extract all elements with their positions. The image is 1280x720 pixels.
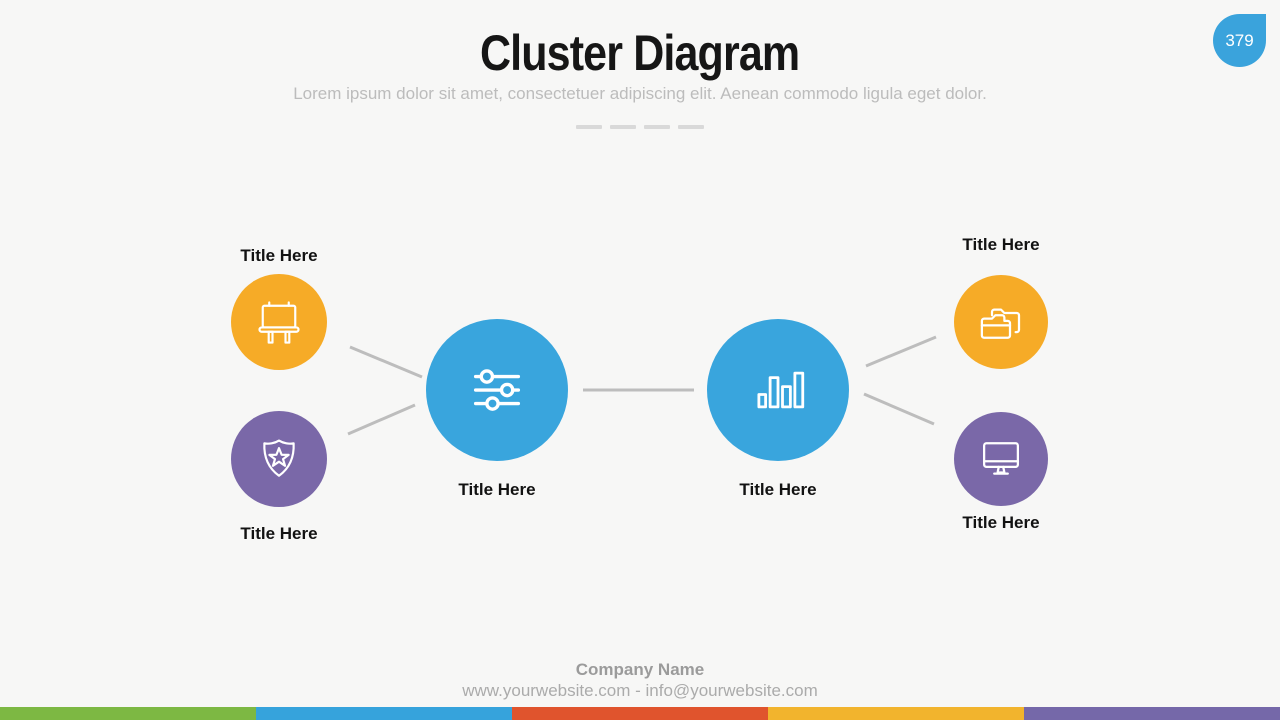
connector-line: [349, 345, 423, 379]
connector-line: [865, 335, 937, 368]
contact-info: www.yourwebsite.com - info@yourwebsite.c…: [462, 681, 818, 700]
bar-segment-yellow: [768, 707, 1024, 720]
node-center-right: [707, 319, 849, 461]
page-number: 379: [1225, 30, 1254, 50]
node-label-center-left: Title Here: [458, 480, 536, 499]
connector-line: [347, 403, 416, 436]
title-separator: [0, 116, 1280, 134]
bar-segment-purple: [1024, 707, 1280, 720]
monitor-icon: [983, 442, 1019, 475]
node-top-left: [231, 274, 327, 370]
connector-line: [863, 392, 935, 426]
sliders-icon: [473, 369, 521, 411]
shield-star-icon: [263, 439, 295, 477]
subtitle: Lorem ipsum dolor sit amet, consectetuer…: [293, 84, 987, 103]
node-label-top-left: Title Here: [240, 246, 318, 265]
bar-segment-green: [0, 707, 256, 720]
node-bottom-right: [954, 412, 1048, 506]
page-title: Cluster Diagram: [480, 25, 800, 81]
separator-dash: [610, 125, 636, 129]
folders-icon: [980, 308, 1021, 339]
slide-footer: Company Name www.yourwebsite.com - info@…: [0, 660, 1280, 701]
bar-segment-blue: [256, 707, 512, 720]
company-name: Company Name: [575, 660, 705, 679]
separator-dash: [644, 125, 670, 129]
node-label-bottom-left: Title Here: [240, 524, 318, 543]
node-label-center-right: Title Here: [739, 480, 817, 499]
billboard-icon: [258, 301, 300, 344]
node-center-left: [426, 319, 568, 461]
separator-dash: [678, 125, 704, 129]
page-number-badge: 379: [1213, 14, 1266, 67]
node-label-top-right: Title Here: [962, 235, 1040, 254]
bar-chart-icon: [757, 371, 805, 409]
bottom-color-bar: [0, 707, 1280, 720]
node-label-bottom-right: Title Here: [962, 513, 1040, 532]
node-top-right: [954, 275, 1048, 369]
separator-dash: [576, 125, 602, 129]
slide-header: Cluster Diagram Lorem ipsum dolor sit am…: [0, 26, 1280, 134]
bar-segment-red: [512, 707, 768, 720]
node-bottom-left: [231, 411, 327, 507]
